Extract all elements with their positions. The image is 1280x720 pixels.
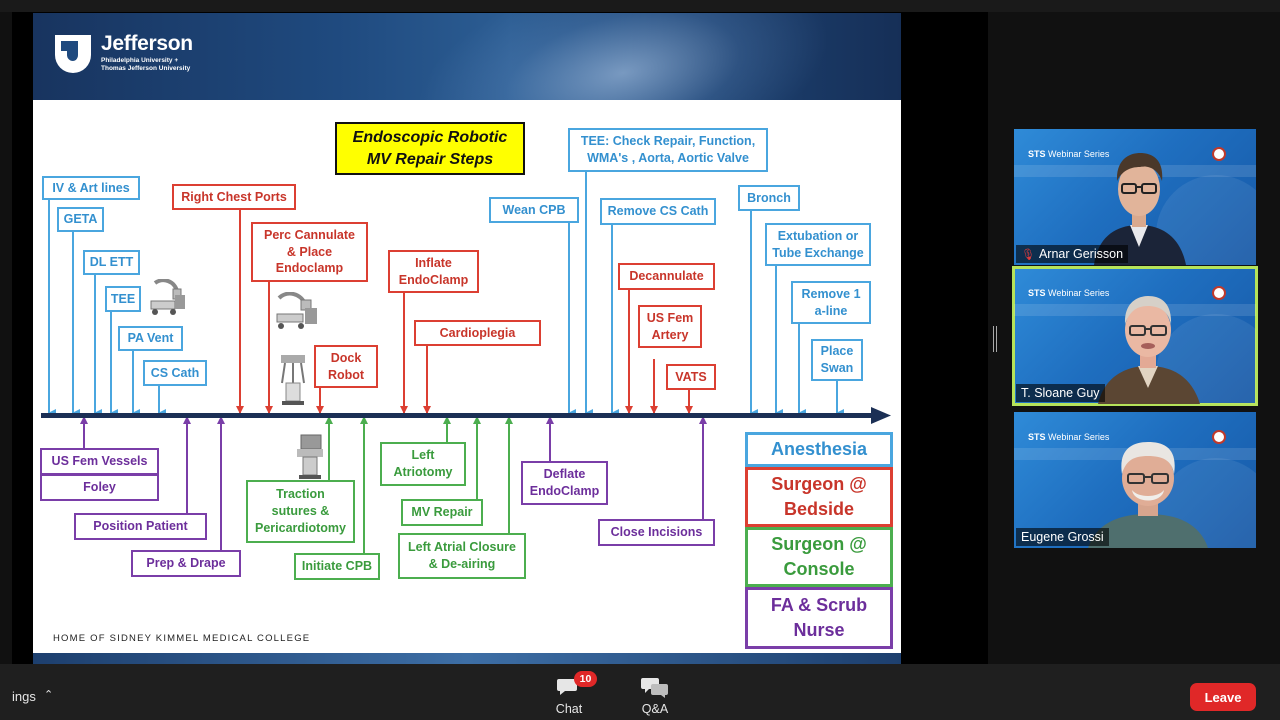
participant-name: Arnar Gerisson [1038,247,1124,261]
step-left-atrial-closure: Left Atrial Closure & De-airing [398,533,526,579]
participant-tile-2-active-speaker[interactable]: STS Webinar Series T. Sloane Guy [1012,266,1258,406]
anesthesia-arrows [48,171,844,417]
slide-bottom-band [33,653,901,664]
timeline-diagram [41,171,891,567]
legend-anesthesia: Anesthesia [745,432,893,467]
mic-muted-icon: 🎙︎ [1021,248,1035,261]
legend-fa-scrub-nurse: FA & Scrub Nurse [745,587,893,649]
c-arm-machine-icon [150,279,185,315]
legend-surgeon-bedside: Surgeon @ Bedside [745,467,893,527]
step-bronch: Bronch [738,185,800,211]
diagram-title: Endoscopic Robotic MV Repair Steps [335,122,525,175]
step-cardioplegia: Cardioplegia [414,320,541,346]
chat-label: Chat [555,702,583,716]
legend-surgeon-console: Surgeon @ Console [745,527,893,587]
participant-name: Eugene Grossi [1021,530,1104,544]
step-position-patient: Position Patient [74,513,207,540]
fa-scrub-arrows [80,416,707,563]
step-deflate-endoclamp: Deflate EndoClamp [521,461,608,505]
step-remove-a-line: Remove 1 a-line [791,281,871,324]
logo-name: Jefferson [101,32,193,55]
step-foley: Foley [40,474,159,501]
webinar-brand: STS Webinar Series [1028,288,1110,298]
participant-video [1088,442,1208,548]
step-remove-cs-cath: Remove CS Cath [600,198,716,225]
webinar-brand: STS Webinar Series [1028,432,1110,442]
participant-nameplate: T. Sloane Guy [1016,384,1105,402]
step-place-swan: Place Swan [811,339,863,381]
chat-button[interactable]: Chat [539,674,599,720]
step-vats: VATS [666,364,716,390]
participant-nameplate: Eugene Grossi [1016,528,1109,546]
step-us-fem-artery: US Fem Artery [638,305,702,348]
chat-unread-badge: 10 [574,671,597,687]
jefferson-logo-icon [55,35,91,73]
c-arm-machine-2-icon [276,292,317,329]
step-extubation: Extubation or Tube Exchange [765,223,871,266]
step-mv-repair: MV Repair [401,499,483,526]
sts-seal-icon [1212,147,1226,161]
shared-slide: Jefferson Philadelphia University + Thom… [33,13,901,664]
sts-seal-icon [1212,286,1226,300]
top-bar [0,0,1280,12]
logo-subtitle-2: Thomas Jefferson University [101,65,191,72]
participant-nameplate: 🎙︎ Arnar Gerisson [1016,245,1129,263]
step-prep-drape: Prep & Drape [131,550,241,577]
leave-button[interactable]: Leave [1190,683,1256,711]
step-us-fem-vessels: US Fem Vessels [40,448,159,475]
meeting-toolbar [0,664,1280,720]
webinar-brand: STS Webinar Series [1028,149,1110,159]
step-right-chest-ports: Right Chest Ports [172,184,296,210]
step-traction-sutures: Traction sutures & Pericardiotomy [246,480,355,543]
step-left-atriotomy: Left Atriotomy [380,442,466,486]
step-initiate-cpb: Initiate CPB [294,553,380,580]
step-decannulate: Decannulate [618,263,715,290]
surgeon-bedside-arrows [236,210,693,414]
slide-footer: HOME OF SIDNEY KIMMEL MEDICAL COLLEGE [53,633,311,644]
qa-button[interactable]: Q&A [625,674,685,720]
settings-button-label[interactable]: ings [12,689,36,704]
step-dock-robot: Dock Robot [314,345,378,388]
surgeon-console-icon [297,434,323,479]
step-geta: GETA [57,207,104,232]
participant-tile-3[interactable]: STS Webinar Series Eugene Grossi [1014,412,1256,548]
surgeon-console-arrows [325,416,513,567]
surgical-robot-icon [281,355,305,405]
step-tee: TEE [105,286,141,312]
step-dl-ett: DL ETT [83,250,140,275]
participant-video [1094,153,1186,265]
sts-seal-icon [1212,430,1226,444]
step-wean-cpb: Wean CPB [489,197,579,223]
qa-label: Q&A [641,702,669,716]
step-pa-vent: PA Vent [118,326,183,351]
step-tee-check-repair: TEE: Check Repair, Function, WMA's , Aor… [568,128,768,172]
chevron-up-icon[interactable]: ⌃ [44,689,54,701]
timeline-axis [41,407,891,424]
logo-subtitle-1: Philadelphia University + [101,57,179,64]
chat-icon [557,679,577,695]
step-iv-art-lines: IV & Art lines [42,176,140,200]
participant-name: T. Sloane Guy [1021,386,1100,400]
step-inflate-endoclamp: Inflate EndoClamp [388,250,479,293]
qa-icon [641,678,668,698]
step-cs-cath: CS Cath [143,360,207,386]
participant-video [1098,296,1200,404]
step-close-incisions: Close Incisions [598,519,715,546]
slide-header-banner: Jefferson Philadelphia University + Thom… [33,13,901,100]
step-perc-cannulate: Perc Cannulate & Place Endoclamp [251,222,368,282]
participant-tile-1[interactable]: STS Webinar Series 🎙︎ Arnar Gerisson [1014,129,1256,265]
panel-resize-handle[interactable] [993,326,997,352]
